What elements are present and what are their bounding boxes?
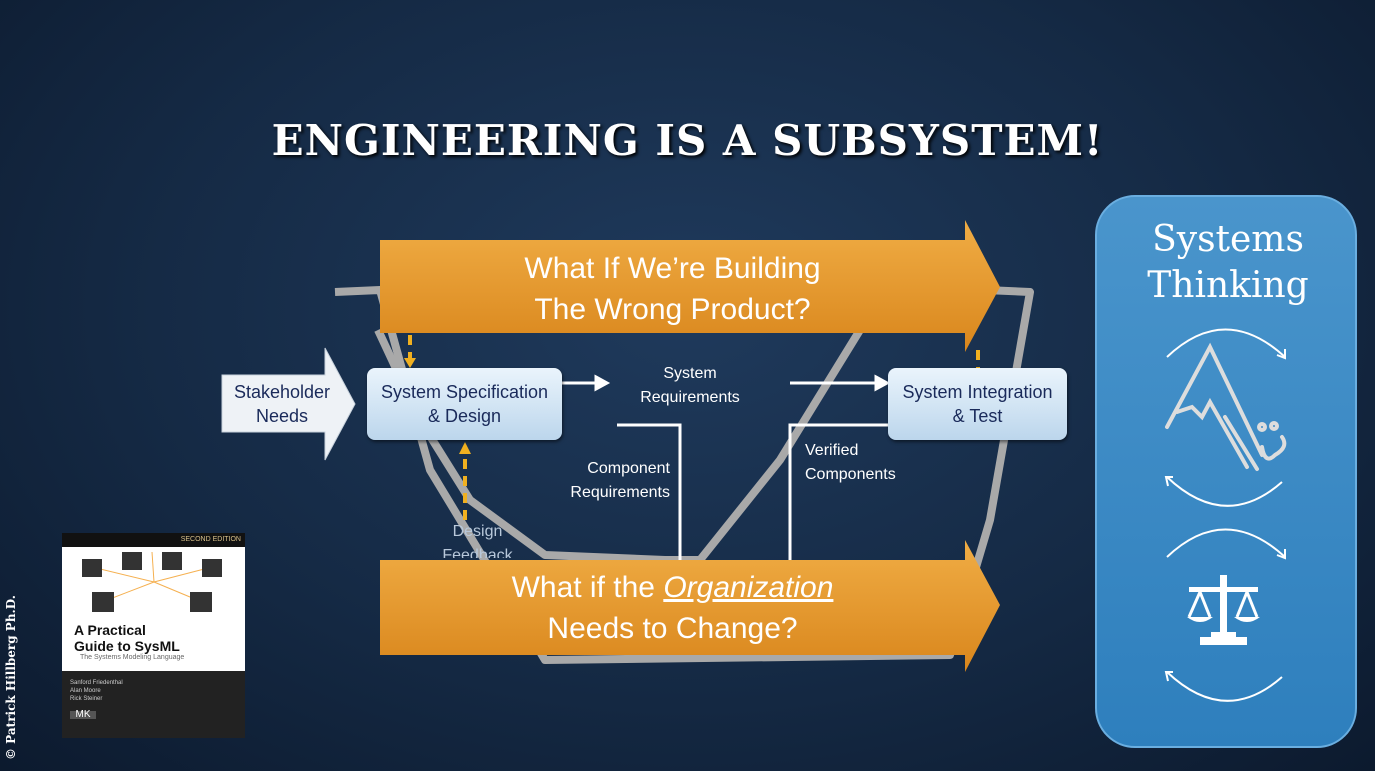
panel-title-line1: Systems (1152, 219, 1304, 260)
bottom-arrow-text: What if the Organization Needs to Change… (380, 567, 965, 649)
mountain-icon (1165, 342, 1287, 471)
scales-icon (1187, 575, 1260, 645)
bottom-orange-arrow (380, 540, 1000, 672)
compreq-line2: Requirements (570, 484, 670, 501)
book-author: Alan Moore (70, 688, 101, 694)
flow-arrows (557, 374, 891, 560)
integration-line1: System Integration (902, 382, 1053, 402)
compreq-line1: Component (587, 460, 670, 477)
book-author: Sanford Friedenthal (70, 680, 123, 686)
book-edition: SECOND EDITION (62, 533, 245, 547)
stakeholder-arrow (221, 347, 356, 461)
book-publisher-logo: MK (70, 710, 96, 720)
top-arrow-line2: The Wrong Product? (534, 293, 811, 326)
spec-line2: & Design (427, 406, 502, 426)
dashed-feedback-arrows (408, 335, 980, 520)
sysreq-line2: Requirements (640, 389, 740, 406)
system-integration-box: System Integration & Test (888, 368, 1067, 440)
feedback-line2: Feedback (442, 547, 513, 558)
bottom-arrow-prefix: What if the (511, 571, 664, 604)
verified-line1: Verified (805, 442, 859, 459)
book-cubes-image (82, 551, 222, 612)
book-subtitle: The Systems Modeling Language (80, 654, 185, 661)
cycle-arrows-top (1164, 328, 1286, 507)
top-arrow-text: What If We’re Building The Wrong Product… (380, 248, 965, 330)
book-title-line1: A Practical (74, 622, 146, 638)
slide-title: ENGINEERING IS A SUBSYSTEM! (271, 116, 1104, 165)
stakeholder-line2: Needs (255, 406, 309, 426)
stakeholder-line1: Stakeholder (233, 382, 331, 402)
book-title-line2: Guide to SysML (74, 638, 180, 654)
bottom-arrow-line2: Needs to Change? (547, 612, 798, 645)
cycle-arrows-bottom (1164, 528, 1286, 702)
feedback-line1: Design (452, 523, 503, 540)
system-specification-box: System Specification & Design (367, 368, 562, 440)
bottom-arrow-emphasis: Organization (663, 571, 834, 604)
sysreq-line1: System (663, 365, 717, 382)
spec-line1: System Specification (380, 382, 549, 402)
book-author: Rick Steiner (70, 696, 103, 702)
top-orange-arrow (380, 220, 1000, 352)
top-arrow-line1: What If We’re Building (524, 252, 821, 285)
verified-line2: Components (805, 466, 896, 483)
copyright-text: © Patrick Hillberg Ph.D. (4, 595, 18, 760)
integration-line2: & Test (952, 406, 1003, 426)
panel-title-line2: Thinking (1147, 265, 1309, 306)
